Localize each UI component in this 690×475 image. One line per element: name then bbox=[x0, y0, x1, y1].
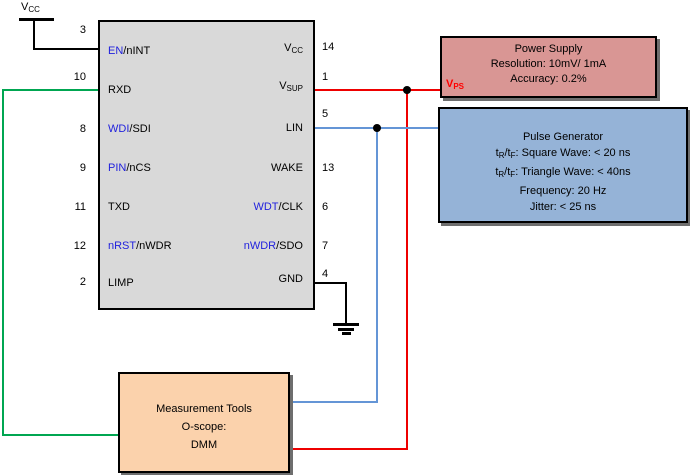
pulse-generator-frequency: Frequency: 20 Hz bbox=[519, 185, 607, 197]
measurement-tools-dmm: DMM bbox=[190, 439, 218, 451]
pin-label-wdi-sdi: WDI/SDI bbox=[108, 123, 151, 135]
wire-gnd-horizontal bbox=[315, 282, 347, 284]
pin-label-nwdr-sdo: nWDR/SDO bbox=[243, 240, 303, 252]
pin-label-txd: TXD bbox=[108, 201, 130, 213]
pin-label-vsup: VSUP bbox=[279, 80, 303, 93]
wire-rxd-green-bottom bbox=[2, 434, 118, 436]
pin-label-en-nint: EN/nINT bbox=[108, 45, 151, 57]
pin-label-limp: LIMP bbox=[108, 277, 134, 289]
pin-number-2: 2 bbox=[79, 276, 86, 288]
wire-lin-blue-bottom bbox=[290, 401, 378, 403]
junction-dot-blue bbox=[373, 124, 381, 132]
wire-gnd-vertical bbox=[345, 282, 347, 324]
pin-number-11: 11 bbox=[74, 201, 86, 213]
pin-number-3: 3 bbox=[79, 24, 86, 36]
pulse-generator-triangle-wave-spec: tR/tF: Triangle Wave: < 40ns bbox=[495, 166, 631, 179]
vcc-wire-vertical bbox=[33, 20, 35, 50]
pin-number-5: 5 bbox=[322, 108, 329, 120]
pin-label-gnd: GND bbox=[278, 273, 303, 285]
pin-number-8: 8 bbox=[79, 123, 86, 135]
pin-number-10: 10 bbox=[73, 71, 86, 83]
vcc-main: V bbox=[21, 1, 29, 13]
wire-rxd-green-vertical bbox=[2, 89, 4, 436]
ic-body bbox=[98, 20, 315, 310]
measurement-tools-title: Measurement Tools bbox=[156, 403, 252, 415]
pin-label-wake: WAKE bbox=[271, 162, 303, 174]
pin-number-9: 9 bbox=[79, 162, 86, 174]
pulse-generator-box: Pulse Generator tR/tF: Square Wave: < 20… bbox=[438, 107, 688, 223]
pin-number-14: 14 bbox=[322, 41, 335, 53]
wire-rxd-green-top bbox=[2, 89, 98, 91]
pulse-generator-jitter: Jitter: < 25 ns bbox=[529, 201, 597, 213]
vcc-sub: CC bbox=[28, 5, 40, 14]
power-supply-accuracy: Accuracy: 0.2% bbox=[510, 73, 587, 85]
pin-label-wdt-clk: WDT/CLK bbox=[253, 201, 303, 213]
vcc-symbol-label: VCC bbox=[21, 1, 40, 14]
pin-number-13: 13 bbox=[322, 162, 335, 174]
wire-vsup-red-top bbox=[315, 89, 440, 91]
pin-label-rxd: RXD bbox=[108, 84, 132, 96]
pin-label-pin-ncs: PIN/nCS bbox=[108, 162, 151, 174]
pin-label-lin: LIN bbox=[285, 122, 303, 134]
power-supply-resolution: Resolution: 10mV/ 1mA bbox=[490, 58, 607, 70]
pulse-generator-title: Pulse Generator bbox=[522, 131, 604, 143]
wire-vsup-red-vertical bbox=[406, 89, 408, 450]
wire-lin-blue-vertical bbox=[376, 127, 378, 403]
pin-number-6: 6 bbox=[322, 201, 329, 213]
vps-net-label: VPS bbox=[446, 78, 465, 91]
pin-label-vcc: VCC bbox=[284, 42, 303, 55]
vcc-wire-to-pin3 bbox=[33, 48, 98, 50]
measurement-tools-box: Measurement Tools O-scope: DMM bbox=[118, 372, 290, 473]
pin-number-1: 1 bbox=[322, 71, 329, 83]
vcc-symbol-bar bbox=[19, 18, 54, 21]
pin-label-nrst-nwdr: nRST/nWDR bbox=[108, 240, 172, 252]
measurement-tools-oscope: O-scope: bbox=[181, 421, 227, 433]
power-supply-title: Power Supply bbox=[514, 43, 583, 55]
power-supply-box: Power Supply Resolution: 10mV/ 1mA Accur… bbox=[440, 36, 657, 98]
pin-number-7: 7 bbox=[322, 240, 329, 252]
junction-dot-red bbox=[403, 86, 411, 94]
pin-number-12: 12 bbox=[73, 240, 86, 252]
wire-vsup-red-bottom bbox=[290, 448, 408, 450]
pin-number-4: 4 bbox=[322, 268, 329, 280]
pulse-generator-square-wave-spec: tR/tF: Square Wave: < 20 ns bbox=[495, 147, 631, 160]
